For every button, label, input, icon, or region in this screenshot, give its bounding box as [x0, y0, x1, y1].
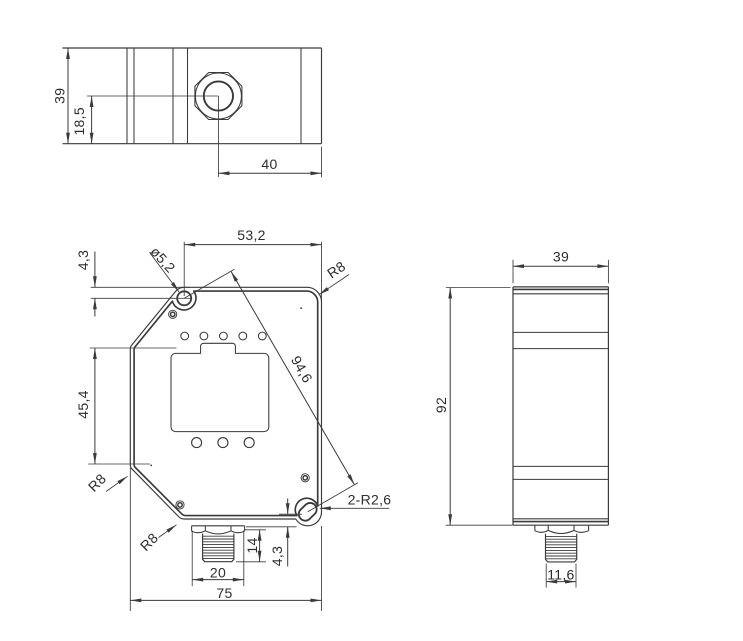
- cover-screw-top-left-outer: [168, 309, 178, 319]
- cover-screw-bottom-right-ring: [302, 474, 309, 481]
- dim-arrowhead: [319, 506, 331, 511]
- dim-text-40: 40: [261, 156, 277, 172]
- dim-text-39: 39: [51, 88, 67, 104]
- dim-text-18-5: 18,5: [71, 107, 87, 135]
- dim-arrowhead: [448, 287, 453, 299]
- dim-arrowhead: [513, 264, 524, 269]
- dim-text-53-2: 53,2: [237, 227, 265, 243]
- dim-arrowhead: [310, 598, 322, 603]
- dim-text-92: 92: [433, 397, 449, 413]
- dim-ext-94-6-from-slot: [307, 482, 359, 513]
- cover-screw-top-left-ring: [169, 311, 176, 318]
- dim-arrowhead: [93, 348, 97, 359]
- dim-arrowhead: [310, 171, 322, 176]
- dim-arrowhead: [93, 453, 97, 464]
- dim-arrowhead: [285, 503, 290, 515]
- dim-arrowhead: [318, 287, 329, 295]
- button-3: [243, 437, 255, 449]
- dim-arrowhead: [166, 524, 177, 533]
- dim-text-20: 20: [210, 564, 226, 580]
- center-mark-dot: [300, 307, 302, 310]
- connector-nut-chamfer: [191, 530, 245, 535]
- led-indicator-3: [218, 331, 228, 341]
- dim-text-39: 39: [553, 248, 569, 264]
- connector-nut-chamfer: [534, 529, 589, 535]
- dim-text-4-3-bottom: 4,3: [269, 546, 285, 566]
- dim-arrowhead: [347, 474, 355, 485]
- dim-arrowhead: [192, 577, 204, 582]
- dim-arrowhead: [285, 526, 290, 538]
- dim-arrowhead: [230, 271, 239, 282]
- cover-inner-outline: [133, 290, 319, 517]
- dim-line-94-6: [230, 271, 355, 486]
- dim-text-r8-left: R8: [85, 470, 109, 494]
- dim-text-94-6: 94,6: [288, 353, 316, 386]
- dim-arrowhead: [597, 264, 609, 269]
- mounting-slot: [297, 502, 318, 522]
- connector-thread-outline: [544, 533, 578, 563]
- led-indicator-2: [199, 331, 209, 341]
- dim-text-11-6: 11,6: [547, 566, 574, 582]
- dim-arrowhead: [66, 132, 70, 144]
- dim-arrowhead: [257, 529, 262, 541]
- dim-arrowhead: [310, 242, 322, 247]
- dim-arrowhead: [184, 242, 196, 247]
- dim-arrowhead: [66, 48, 70, 59]
- dim-arrowhead: [170, 282, 179, 292]
- dim-text-14: 14: [244, 537, 260, 553]
- dim-text-dia-5-2: ø5,2: [147, 243, 178, 275]
- dim-arrowhead: [232, 577, 244, 582]
- dim-ext-94-6-from-hole: [183, 268, 235, 299]
- dim-arrowhead: [93, 298, 97, 310]
- led-indicator-1: [180, 331, 190, 341]
- cover-screw-bottom-left-outer: [175, 500, 185, 510]
- dim-arrowhead: [218, 171, 230, 176]
- cover-screw-bottom-right-outer: [300, 473, 310, 483]
- dim-arrowhead: [93, 276, 97, 288]
- cover-screw-bottom-left-ring: [177, 501, 183, 508]
- dim-text-45-4: 45,4: [75, 390, 91, 418]
- dim-text-4-3-top: 4,3: [75, 250, 91, 270]
- led-indicator-5: [257, 331, 267, 341]
- button-2: [217, 437, 229, 449]
- dim-arrowhead: [448, 514, 453, 526]
- dim-arrowhead: [546, 579, 558, 584]
- dim-arrowhead: [89, 132, 94, 144]
- dim-text-75: 75: [216, 585, 232, 601]
- dim-arrowhead: [89, 96, 94, 107]
- gland-nut-octagon: [194, 71, 243, 121]
- dim-arrowhead: [117, 476, 128, 485]
- center-mark-dot: [150, 464, 153, 467]
- display-window: [170, 342, 270, 433]
- side-view: 39 92 11,6: [433, 248, 610, 588]
- dim-text-r8-bottom: R8: [137, 530, 161, 554]
- button-1: [191, 437, 203, 449]
- dim-arrowhead: [257, 550, 262, 562]
- dim-arrowhead: [130, 598, 142, 603]
- connector-thread-outline: [202, 533, 235, 563]
- led-indicator-4: [238, 331, 248, 341]
- dim-arrowhead: [565, 579, 576, 584]
- dim-text-2-r2-6: 2-R2,6: [348, 491, 392, 507]
